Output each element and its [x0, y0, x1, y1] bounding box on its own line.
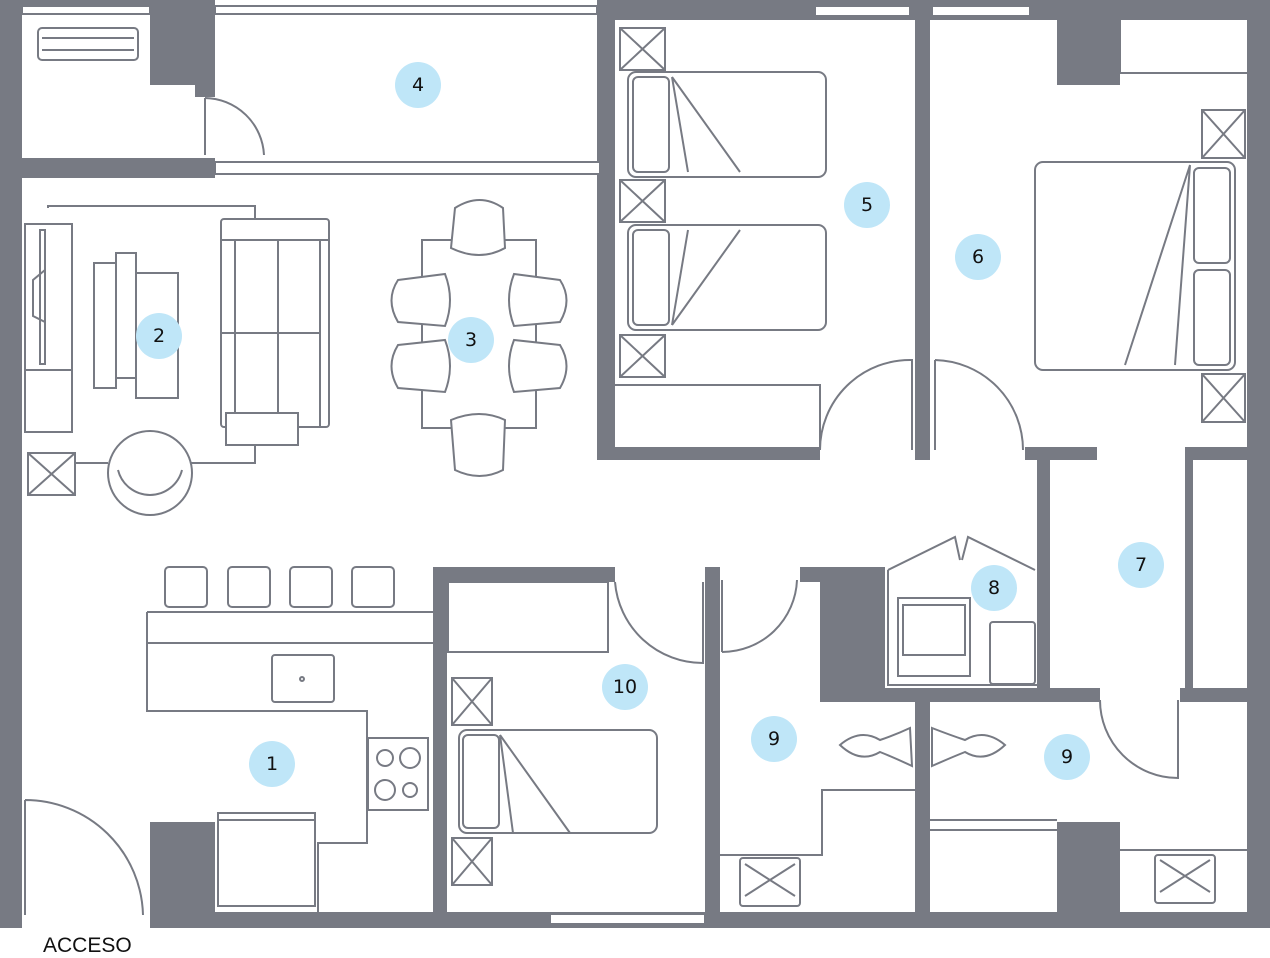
room-label-10: 10 — [602, 664, 648, 710]
stove — [367, 737, 429, 811]
room-label-9b: 9 — [1044, 734, 1090, 780]
air-conditioner-icon — [37, 27, 139, 61]
room-label-1: 1 — [249, 741, 295, 787]
room-label-3: 3 — [448, 317, 494, 363]
tv-cabinet — [24, 223, 73, 433]
room-label-5: 5 — [844, 182, 890, 228]
room-label-9a: 9 — [751, 716, 797, 762]
bathroom-furniture — [720, 726, 1247, 907]
svg-text:6: 6 — [972, 246, 984, 268]
doors — [24, 97, 1179, 916]
bed — [627, 71, 827, 178]
svg-text:3: 3 — [465, 329, 477, 351]
svg-text:7: 7 — [1135, 554, 1147, 576]
room-label-7: 7 — [1118, 542, 1164, 588]
sofa — [220, 218, 330, 428]
svg-text:9: 9 — [768, 728, 780, 750]
svg-text:9: 9 — [1061, 746, 1073, 768]
room-label-8: 8 — [971, 565, 1017, 611]
washbasin — [739, 857, 801, 907]
svg-text:10: 10 — [613, 676, 637, 698]
coffee-table — [93, 262, 117, 389]
water-heater — [989, 621, 1036, 685]
bed — [458, 729, 658, 834]
bed — [1034, 161, 1236, 371]
room-label-6: 6 — [955, 234, 1001, 280]
bedroom-10-furniture — [447, 581, 658, 886]
bed — [627, 224, 827, 331]
toilet — [931, 726, 1007, 768]
laundry-furniture — [887, 570, 1037, 686]
bedroom-6-furniture — [1034, 20, 1247, 423]
svg-text:5: 5 — [861, 194, 873, 216]
bedroom-5-furniture — [615, 27, 827, 447]
armchair — [107, 430, 193, 516]
room-label-4: 4 — [395, 62, 441, 108]
furniture — [24, 20, 1247, 912]
svg-text:1: 1 — [266, 753, 278, 775]
kitchen-furniture — [146, 566, 433, 912]
refrigerator — [217, 812, 316, 907]
windows — [21, 5, 1031, 925]
svg-text:4: 4 — [412, 74, 424, 96]
svg-text:8: 8 — [988, 577, 1000, 599]
toilet — [838, 726, 914, 768]
entrance-label: ACCESO — [43, 934, 132, 957]
room-label-2: 2 — [136, 313, 182, 359]
room-labels: 1 2 3 4 5 6 7 8 9 9 10 — [136, 62, 1164, 787]
dining-chairs — [390, 199, 568, 477]
svg-text:2: 2 — [153, 325, 165, 347]
